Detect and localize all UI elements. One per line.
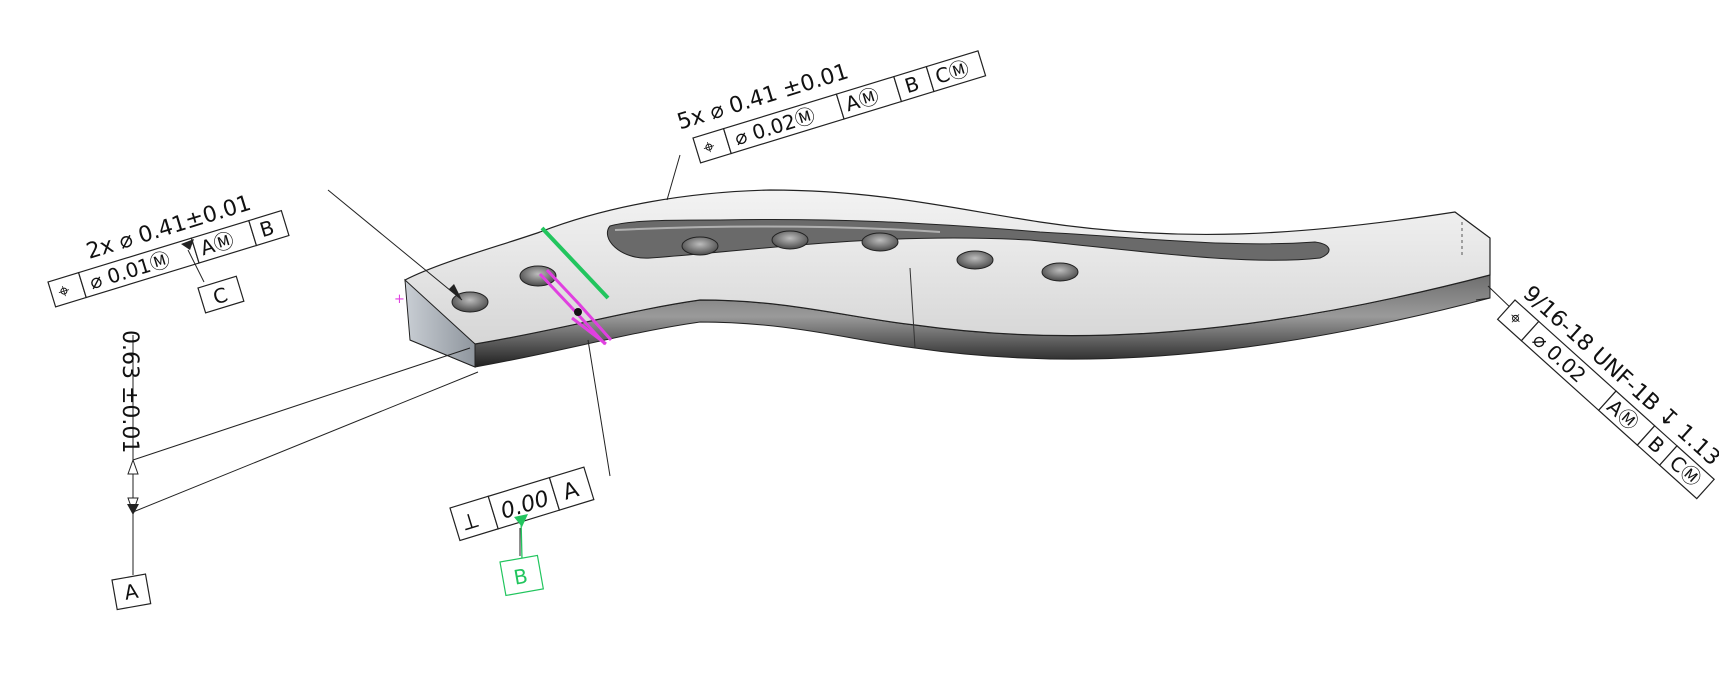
hole-7 (1041, 262, 1079, 282)
hole-1 (451, 291, 489, 313)
datum-a-label: A (122, 579, 140, 605)
datum-c-flag: C (181, 239, 245, 314)
thickness-dimension: 0.63 ±0.01 (117, 330, 142, 453)
datum-b-flag: B (499, 514, 545, 597)
hole-3 (681, 236, 719, 256)
hole-4 (771, 230, 809, 250)
five-hole-datum-c: CⓂ (932, 56, 972, 89)
bracket-end-block (404, 278, 476, 368)
thread-callout: 9/16-18 UNF-1B ↧ 1.13 ⌖ ⌀ 0.02 AⓂ B CⓂ (1496, 281, 1719, 500)
hole-6 (956, 250, 994, 270)
svg-text:+: + (394, 292, 405, 307)
five-hole-callout: 5x ⌀ 0.41 ±0.01 ⌖ ⌀ 0.02Ⓜ AⓂ B CⓂ (674, 50, 987, 164)
thread-spec: 9/16-18 UNF-1B ↧ 1.13 (1518, 281, 1719, 471)
two-hole-callout: 2x ⌀ 0.41±0.01 ⌖ ⌀ 0.01Ⓜ AⓂ B (47, 191, 290, 308)
datum-c-label: C (210, 282, 230, 309)
hole-5 (861, 232, 899, 252)
thickness-value: 0.63 ±0.01 (117, 330, 142, 453)
slot-pocket (607, 219, 1330, 261)
datum-b-edge (540, 226, 610, 300)
datum-a-flag: A (111, 573, 152, 611)
perpendicularity-datum: A (560, 477, 582, 505)
leader-lines (127, 154, 1516, 575)
datum-b-label: B (512, 564, 530, 590)
bracket-part: + (394, 189, 1491, 368)
five-hole-datum-a: AⓂ (842, 83, 881, 116)
two-hole-datum-a: AⓂ (197, 227, 236, 260)
five-hole-datum-b: B (902, 71, 922, 98)
two-hole-datum-b: B (257, 215, 277, 242)
